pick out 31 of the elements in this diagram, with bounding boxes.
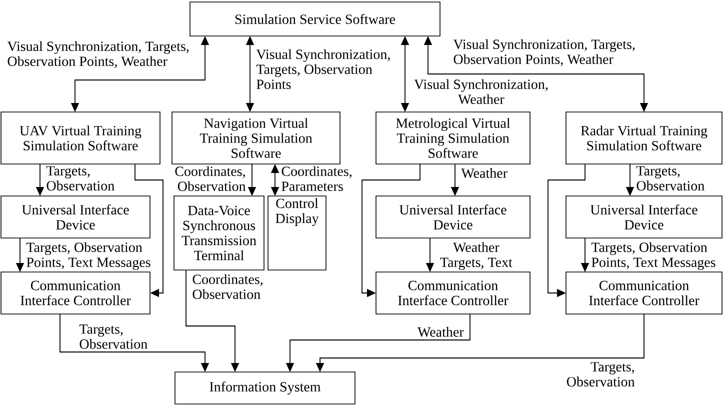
device-box: Universal Interface Device [566, 196, 722, 238]
edge-label: Coordinates, Observation [175, 166, 246, 192]
controller-box: Communication Interface Controller [376, 272, 530, 314]
display-box: Control Display [268, 196, 326, 270]
edge-label: Weather [418, 326, 464, 337]
edge-label: Weather [461, 168, 508, 178]
edge-label: Targets, Observation Points, Text Messages [26, 242, 150, 270]
system-box: Information System [174, 372, 356, 404]
software-box: Simulation Service Software [190, 2, 440, 36]
software-box: Navigation Virtual Training Simulation Software [172, 112, 340, 164]
software-box: UAV Virtual Training Simulation Software [0, 112, 160, 164]
edge-label: Targets, Observation Points, Text Messages [591, 242, 716, 270]
edge-label: Targets, Observation [46, 166, 114, 191]
edge-label: Targets, Observation [636, 166, 704, 191]
edge-label: Targets, Observation [566, 362, 635, 387]
edge-label: Weather Targets, Text [440, 242, 512, 270]
device-box: Universal Interface Device [0, 196, 150, 238]
arrow [134, 164, 164, 298]
controller-box: Communication Interface Controller [566, 272, 722, 314]
edge-label: Coordinates, Observation [192, 274, 262, 300]
edge-label: Visual Synchronization, Targets, Observation Points, Weather [7, 41, 189, 68]
software-box: Radar Virtual Training Simulation Software [566, 112, 722, 164]
edge-label: Coordinates, Parameters [282, 166, 352, 192]
edge-label: Targets, Observation [79, 324, 148, 349]
software-box: Metrological Virtual Training Simulation Software [376, 112, 530, 164]
edge-label: Visual Synchronization, Weather [414, 79, 548, 104]
edge-label: Visual Synchronization, Targets, Observation Points, Weather [453, 39, 635, 66]
edge-label: Visual Synchronization, Targets, Observation Points [256, 49, 390, 90]
controller-box: Communication Interface Controller [0, 272, 150, 314]
terminal-box: Data-Voice Synchronous Transmission Terminal [174, 196, 264, 270]
device-box: Universal Interface Device [376, 196, 530, 238]
